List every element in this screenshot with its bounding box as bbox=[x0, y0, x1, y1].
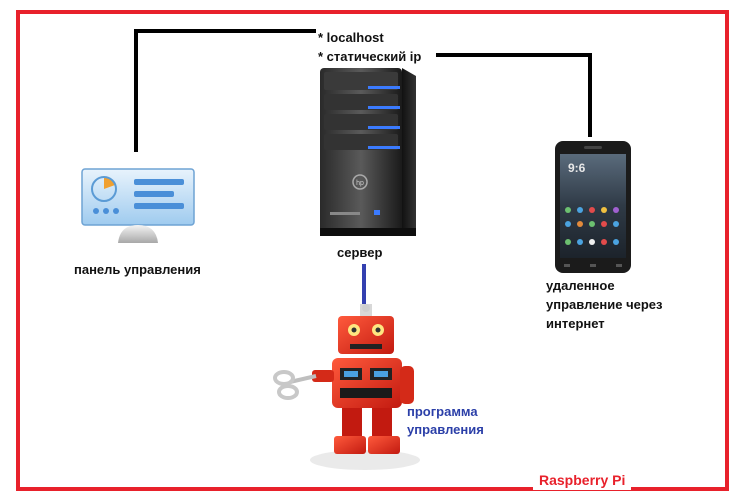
phone-label: удаленное управление через интернет bbox=[546, 276, 706, 333]
robot-label-line-1: программа bbox=[407, 404, 478, 419]
control-panel-icon bbox=[81, 168, 195, 243]
link-server-to-phone bbox=[436, 53, 592, 137]
link-server-to-panel bbox=[134, 29, 316, 152]
svg-text:9:6: 9:6 bbox=[568, 161, 586, 175]
robot-label-line-2: управления bbox=[407, 422, 484, 437]
server-note-localhost: * localhost bbox=[318, 30, 384, 45]
svg-text:hp: hp bbox=[356, 180, 364, 187]
phone-label-line-2: управление через bbox=[546, 297, 663, 312]
smartphone-icon: 9:6 bbox=[555, 141, 631, 273]
phone-label-line-3: интернет bbox=[546, 316, 605, 331]
robot-icon bbox=[273, 304, 420, 470]
phone-label-line-1: удаленное bbox=[546, 278, 615, 293]
server-note-static-ip: * статический ip bbox=[318, 49, 422, 64]
server-label: сервер bbox=[337, 245, 383, 260]
robot-label: программа управления bbox=[407, 403, 517, 439]
raspberry-pi-label: Raspberry Pi bbox=[533, 470, 632, 490]
control-panel-label: панель управления bbox=[74, 262, 201, 277]
server-icon: hp bbox=[320, 68, 416, 236]
server-notes: * localhost * статический ip bbox=[318, 28, 421, 66]
raspberry-pi-frame bbox=[16, 10, 729, 491]
